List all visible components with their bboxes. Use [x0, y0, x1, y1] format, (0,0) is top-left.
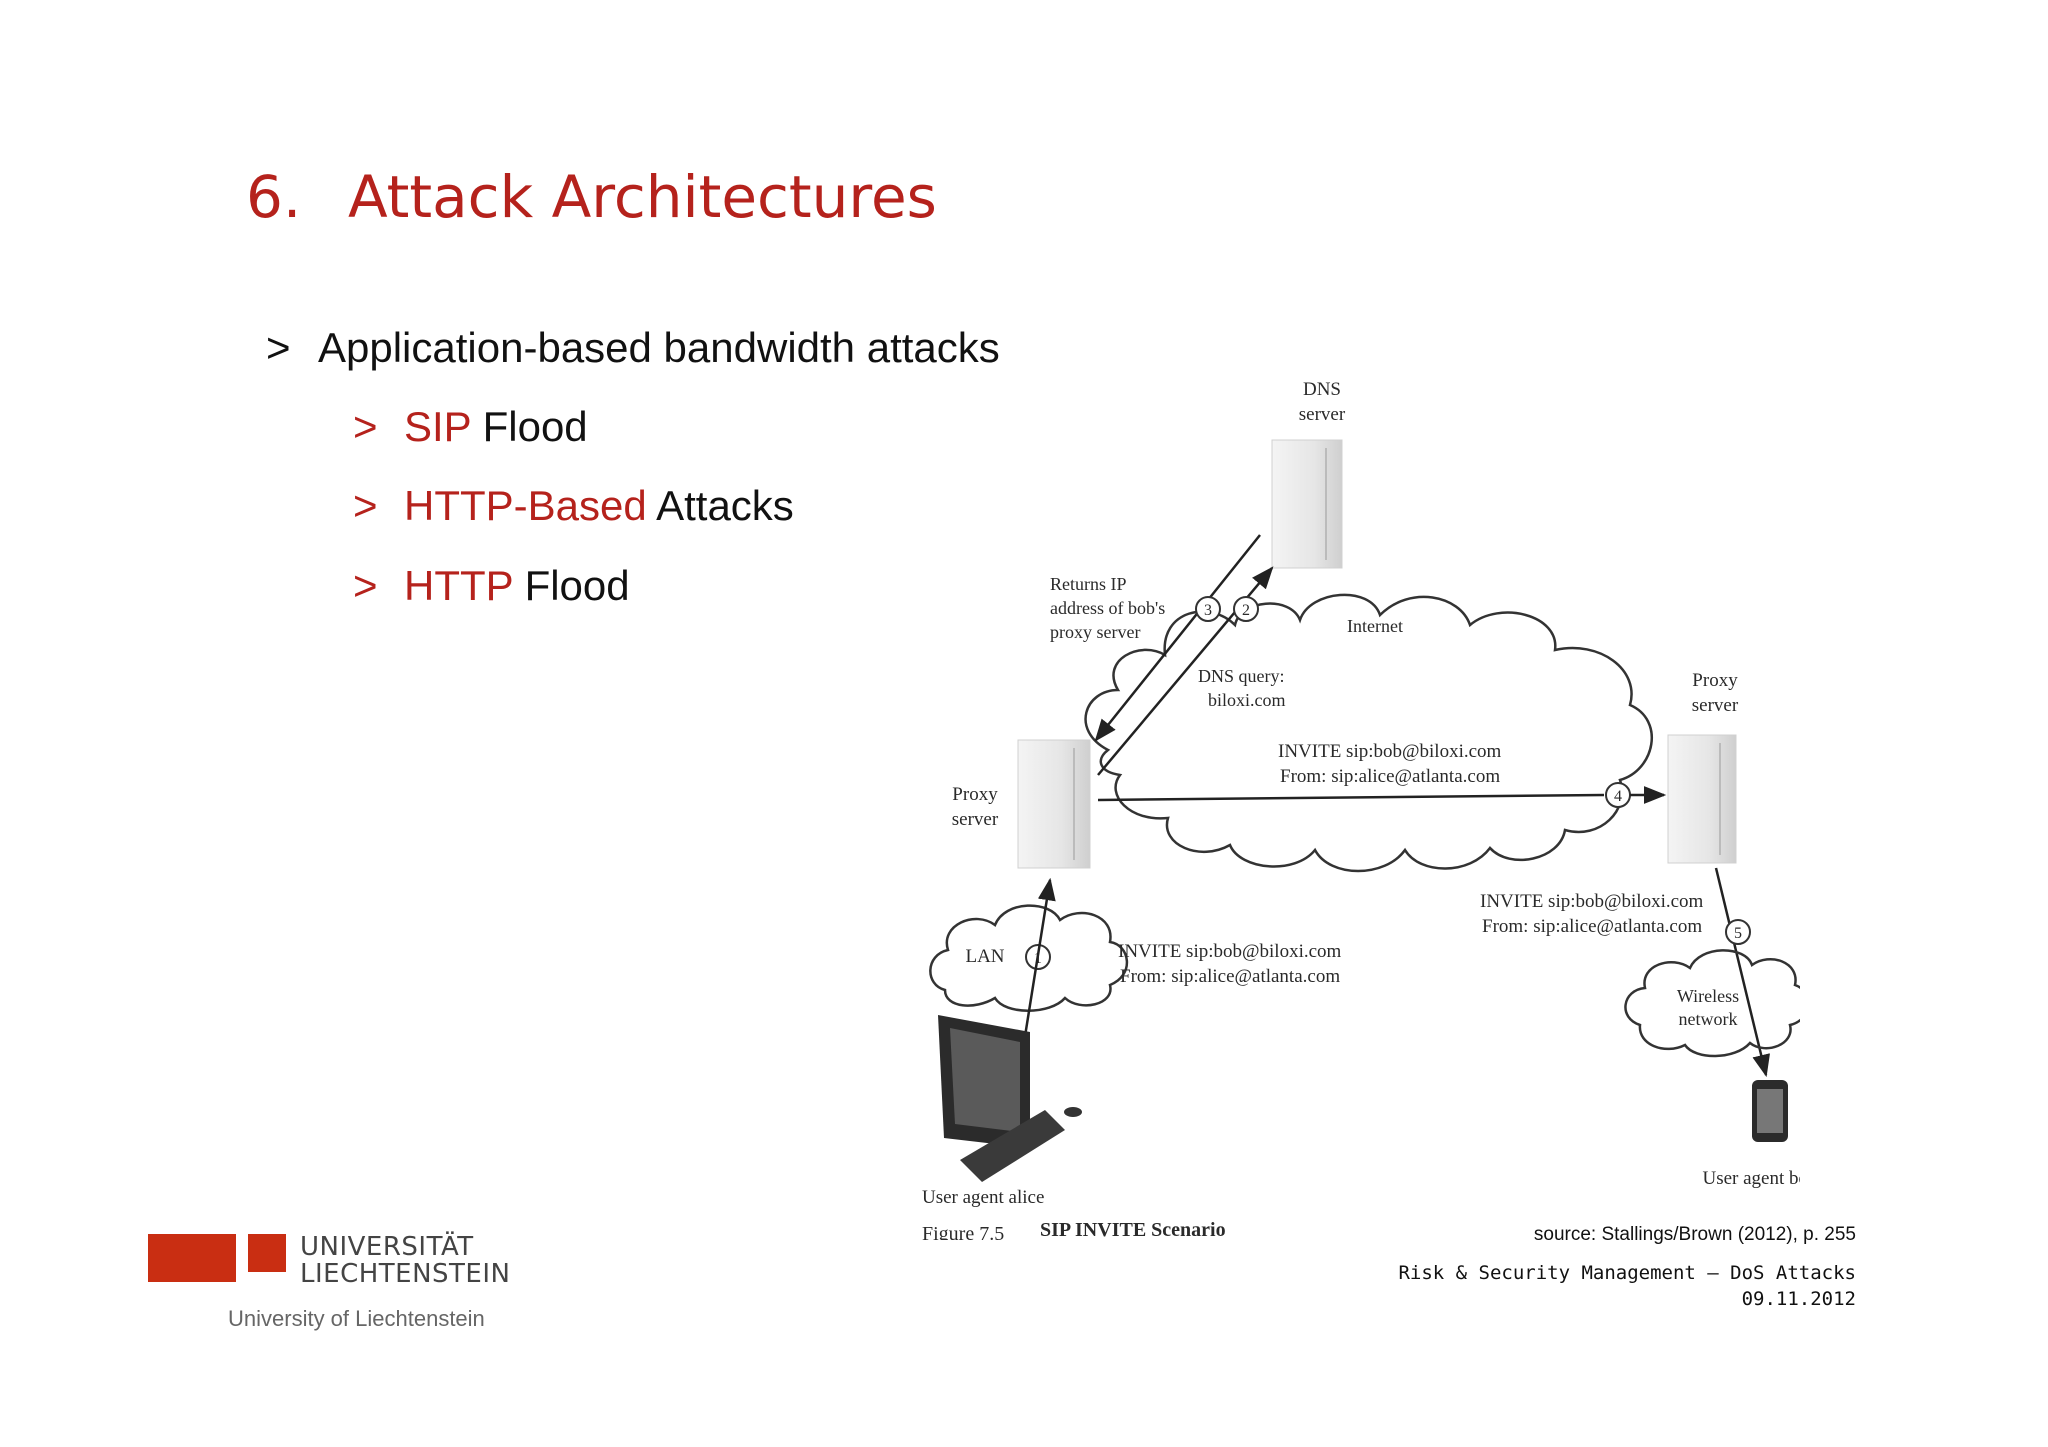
footer-course: Risk & Security Management – DoS Attacks — [1398, 1262, 1856, 1284]
sub-bullet-highlight: HTTP — [404, 562, 513, 609]
footer-date: 09.11.2012 — [1741, 1288, 1856, 1310]
slide-title: 6.Attack Architectures — [246, 168, 937, 226]
invite-forward-line — [1097, 793, 1605, 802]
bob-invite-arrow — [1714, 867, 1770, 1078]
logo-wordmark-line-1: UNIVERSITÄT — [300, 1232, 474, 1262]
step-5-marker: 5 — [1725, 919, 1751, 945]
sub-bullet-http-based: > HTTP-Based Attacks — [353, 485, 794, 527]
invite-bob-label-1: INVITE sip:bob@biloxi.com — [1480, 891, 1704, 912]
proxy-server-alice-icon — [1017, 739, 1091, 869]
step-4-marker: 4 — [1605, 782, 1631, 808]
dns-query-label-1: DNS query: — [1198, 666, 1285, 686]
invite-lan-label-1: INVITE sip:bob@biloxi.com — [1118, 941, 1342, 962]
invite-internet-label-1: INVITE sip:bob@biloxi.com — [1278, 741, 1502, 762]
title-text: Attack Architectures — [348, 163, 937, 231]
internet-label: Internet — [1347, 616, 1403, 636]
invite-lan-label-2: From: sip:alice@atlanta.com — [1120, 966, 1340, 987]
proxy-server-alice-label-1: Proxy — [952, 784, 998, 805]
logo-bar-large — [148, 1234, 236, 1282]
logo-subline: University of Liechtenstein — [228, 1306, 485, 1331]
alice-computer-icon — [938, 1015, 1082, 1182]
sub-bullet-marker: > — [353, 482, 378, 529]
internet-cloud — [1084, 593, 1654, 873]
dns-query-label-2: biloxi.com — [1208, 690, 1286, 710]
sub-bullet-text: Flood — [470, 403, 588, 450]
sip-invite-diagram: DNS server Internet Proxy server Proxy s… — [922, 379, 1800, 1240]
sub-bullet-marker: > — [353, 562, 378, 609]
sub-bullet-highlight: SIP — [404, 403, 471, 450]
wireless-network-label-2: network — [1679, 1009, 1738, 1029]
sub-bullet-highlight: HTTP-Based — [404, 482, 647, 529]
bullet-marker: > — [266, 324, 291, 371]
svg-text:2: 2 — [1242, 602, 1250, 619]
wireless-cloud — [1624, 949, 1800, 1058]
svg-text:5: 5 — [1734, 925, 1742, 942]
proxy-server-alice-label-2: server — [952, 809, 999, 830]
user-agent-bob-label: User agent bob — [1702, 1168, 1800, 1189]
svg-text:4: 4 — [1614, 788, 1622, 805]
sub-bullet-http-flood: > HTTP Flood — [353, 565, 630, 607]
proxy-server-bob-icon — [1667, 734, 1737, 864]
sub-bullet-text: Flood — [512, 562, 630, 609]
dns-response-arrow — [1094, 534, 1261, 742]
sub-bullet-text: Attacks — [646, 482, 794, 529]
bullet-main-text: Application-based bandwidth attacks — [318, 324, 1000, 371]
figure-caption-number: Figure 7.5 — [922, 1223, 1004, 1240]
source-note: source: Stallings/Brown (2012), p. 255 — [1533, 1224, 1856, 1245]
lan-label: LAN — [965, 946, 1004, 967]
dns-server-label-1: DNS — [1303, 379, 1341, 400]
title-number: 6. — [246, 163, 302, 231]
invite-internet-label-2: From: sip:alice@atlanta.com — [1280, 766, 1500, 787]
logo-wordmark-line-2: LIECHTENSTEIN — [300, 1259, 511, 1289]
bob-phone-icon — [1752, 1080, 1788, 1142]
university-logo: UNIVERSITÄT LIECHTENSTEIN University of … — [148, 1232, 511, 1344]
step-2-marker: 2 — [1233, 596, 1259, 622]
dns-server-icon — [1271, 439, 1343, 569]
bullet-main: > Application-based bandwidth attacks — [266, 327, 1000, 369]
sub-bullet-sip-flood: > SIP Flood — [353, 406, 588, 448]
figure-caption-title: SIP INVITE Scenario — [1040, 1219, 1226, 1240]
svg-text:3: 3 — [1204, 602, 1212, 619]
lan-cloud — [929, 904, 1129, 1012]
sub-bullet-marker: > — [353, 403, 378, 450]
logo-bar-small — [248, 1234, 286, 1272]
invite-bob-label-2: From: sip:alice@atlanta.com — [1482, 916, 1702, 937]
proxy-server-bob-label-1: Proxy — [1692, 670, 1738, 691]
returns-ip-label-1: Returns IP — [1050, 574, 1127, 594]
returns-ip-label-3: proxy server — [1050, 622, 1140, 642]
slide-footer: Risk & Security Management – DoS Attacks… — [1398, 1260, 1856, 1312]
user-agent-alice-label: User agent alice — [922, 1187, 1044, 1208]
dns-server-label-2: server — [1299, 404, 1346, 425]
proxy-server-bob-label-2: server — [1692, 695, 1739, 716]
returns-ip-label-2: address of bob's — [1050, 598, 1165, 618]
wireless-network-label-1: Wireless — [1677, 986, 1739, 1006]
step-3-marker: 3 — [1195, 596, 1221, 622]
